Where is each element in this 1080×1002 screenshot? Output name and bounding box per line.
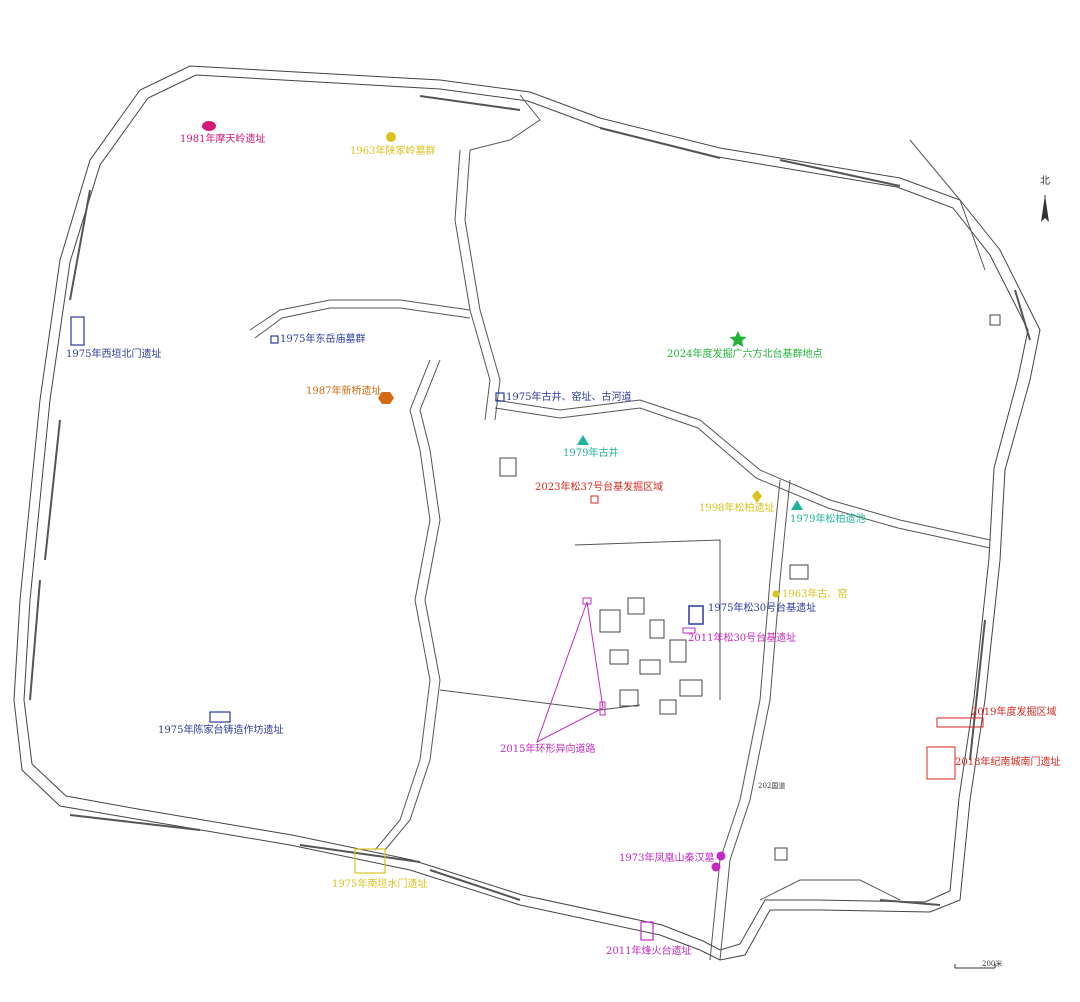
marker-1963-shanjialing xyxy=(386,132,396,142)
marker-1973-tomb-b xyxy=(711,862,721,872)
marker-2024-star xyxy=(729,331,747,347)
north-label: 北 xyxy=(1040,176,1050,187)
marker-2015-road-a xyxy=(582,597,592,605)
label-1963-kiln: 1963年古、窑 xyxy=(782,589,848,600)
marker-2023-s37 xyxy=(590,495,599,504)
marker-1963-kiln xyxy=(772,590,780,598)
label-1975-s30: 1975年松30号台基遗址 xyxy=(708,603,817,614)
label-1998-songbai: 1998年松柏遗址 xyxy=(699,503,775,514)
label-2015-road: 2015年环形异向道路 xyxy=(500,744,596,755)
marker-1975-chenjiatai xyxy=(209,711,231,723)
marker-1987-xinqiao xyxy=(378,392,394,404)
label-1975-dongyuemiao: 1975年东岳庙墓群 xyxy=(280,334,366,345)
scale-bar xyxy=(954,964,996,969)
label-1975-west-north-gate: 1975年西垣北门遗址 xyxy=(66,349,162,360)
label-1981-motianling: 1981年摩天岭遗址 xyxy=(180,134,266,145)
label-1975-chenjiatai: 1975年陈家台铸造作坊遗址 xyxy=(158,725,284,736)
label-1979-well: 1979年古井 xyxy=(563,448,619,459)
markers xyxy=(70,121,984,941)
label-1975-well-kiln: 1975年古井、窑址、古河道 xyxy=(506,392,632,403)
marker-2015-road-b xyxy=(599,701,606,716)
label-2024: 2024年度发掘广六方北台基群地点 xyxy=(667,349,823,360)
label-2018-south-gate: 2018年纪南城南门遗址 xyxy=(955,757,1061,768)
marker-1981-motianling xyxy=(202,121,216,131)
label-1979-pool: 1979年松柏遗池 xyxy=(790,514,866,525)
road-label: 202国道 xyxy=(758,782,786,790)
marker-1975-dongyuemiao xyxy=(270,335,279,344)
marker-1975-s30 xyxy=(688,605,704,625)
label-1987-xinqiao: 1987年新桥遗址 xyxy=(306,386,382,397)
marker-1979-pool xyxy=(791,500,803,510)
label-2011-s30: 2011年松30号台基遗址 xyxy=(688,633,797,644)
inner-roads xyxy=(249,94,991,961)
marker-2018-south-gate xyxy=(926,746,956,780)
marker-1998-songbai xyxy=(752,490,762,503)
marker-1975-water-gate xyxy=(354,848,386,874)
label-1975-water-gate: 1975年南垣水门遗址 xyxy=(332,879,428,890)
marker-1975-well-kiln xyxy=(495,392,505,402)
label-2019-area: 2019年度发掘区域 xyxy=(971,707,1057,718)
marker-2011-beacon xyxy=(640,921,654,941)
label-2023-s37: 2023年松37号台基发掘区域 xyxy=(535,482,664,493)
label-1973-tomb: 1973年凤凰山秦汉墓 xyxy=(619,853,715,864)
label-1963-shanjialing: 1963年陕家岭墓群 xyxy=(350,146,436,157)
foundations xyxy=(499,314,1001,861)
wall-hatching xyxy=(29,95,1031,906)
marker-1975-west-north-gate xyxy=(70,316,85,346)
marker-1979-well xyxy=(577,435,589,445)
label-2011-beacon: 2011年烽火台遗址 xyxy=(606,946,692,957)
city-wall xyxy=(13,65,1041,961)
marker-2019-area xyxy=(936,717,984,728)
marker-2011-s30 xyxy=(682,627,696,634)
north-arrow-icon xyxy=(1041,195,1049,222)
scale-label: 200米 xyxy=(982,960,1003,968)
marker-1973-tomb-a xyxy=(716,851,726,861)
marker-2015-road xyxy=(536,601,604,744)
